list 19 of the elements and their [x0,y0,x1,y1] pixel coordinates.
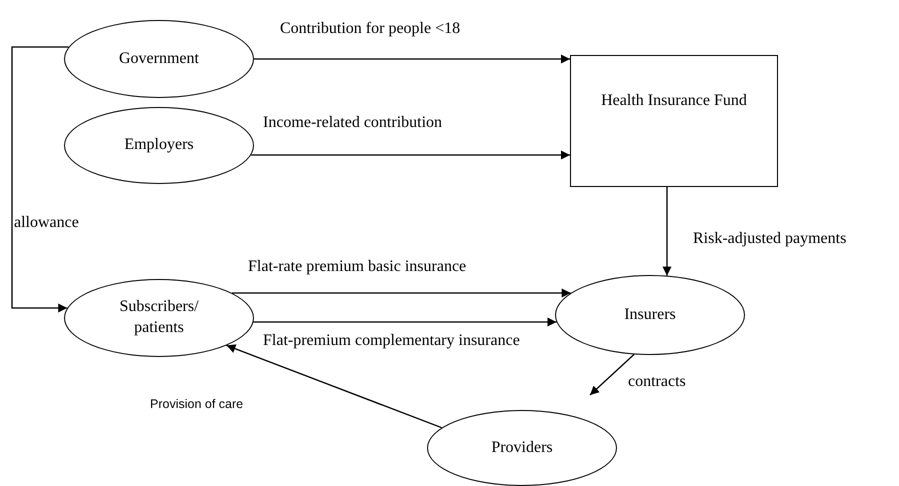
arrow [251,150,570,160]
arrow [254,54,570,64]
node-label: Government [119,48,199,69]
arrow [590,354,635,396]
edge-label: Flat-rate premium basic insurance [248,258,466,276]
node-label: Employers [124,135,194,156]
arrow [226,344,442,428]
process-box [570,55,778,187]
edge-label: Risk-adjusted payments [693,230,846,248]
arrow [254,318,556,326]
arrow [11,46,69,312]
node-label: Insurers [624,304,676,325]
arrow [662,187,672,276]
node-label: Subscribers/ patients [118,297,200,338]
node-label: Providers [491,438,553,458]
node-label: Health Insurance Fund [601,90,747,111]
edge-label: Contribution for people <18 [280,20,460,38]
edge-label: Flat-premium complementary insurance [263,332,520,350]
arrow [232,288,571,298]
